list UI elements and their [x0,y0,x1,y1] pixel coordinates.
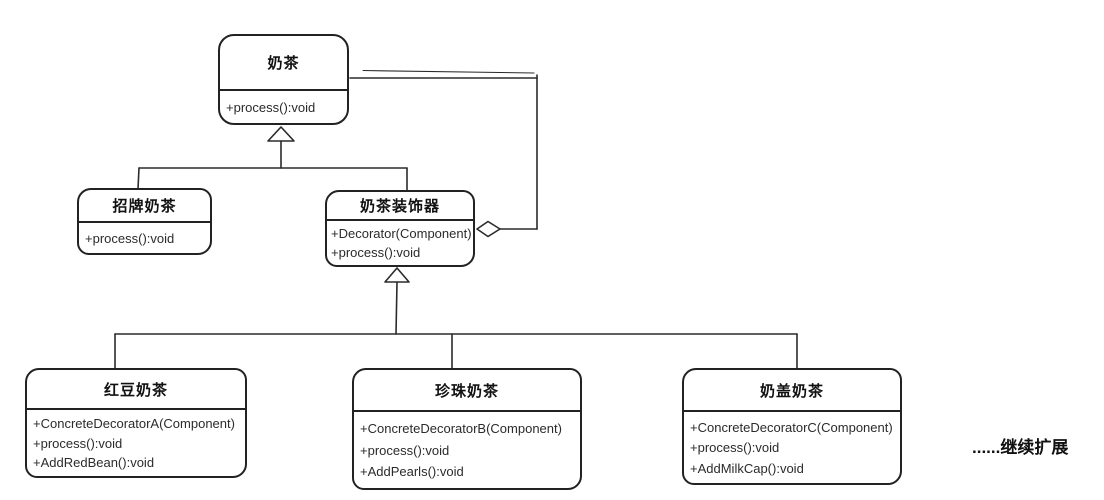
class-methods: +process():void [220,91,347,123]
class-box-milk-tea: 奶茶 +process():void [218,34,349,125]
method-label: +process():void [690,440,780,455]
method-label: +AddMilkCap():void [690,460,804,476]
class-box-red-bean-milk-tea: 红豆奶茶 +ConcreteDecoratorA(Component) +pro… [25,368,247,478]
class-methods: +ConcreteDecoratorA(Component) +process(… [27,410,245,476]
aggregation-connector [349,69,538,238]
inheritance-triangle-icon [384,267,410,283]
class-title: 奶茶装饰器 [327,192,473,221]
class-box-milk-cap-milk-tea: 奶盖奶茶 +ConcreteDecoratorC(Component) +pro… [682,368,902,485]
class-title: 招牌奶茶 [79,190,210,223]
method-label: +process():void [360,442,450,458]
method-label: +ConcreteDecoratorB(Component) [360,420,562,436]
method-label: +ConcreteDecoratorC(Component) [690,419,893,435]
class-methods: +Decorator(Component) +process():void [327,221,473,265]
continue-extension-annotation: ......继续扩展 [972,438,1069,457]
generalization-connector-top [137,126,408,192]
class-title: 珍珠奶茶 [354,370,580,412]
aggregation-diamond-icon [476,220,501,238]
class-title: 红豆奶茶 [27,370,245,410]
class-title: 奶盖奶茶 [684,370,900,412]
class-methods: +ConcreteDecoratorC(Component) +process(… [684,412,900,483]
method-label: +process():void [331,244,421,260]
inheritance-triangle-icon [267,126,295,142]
class-title: 奶茶 [220,36,347,91]
class-box-signature-milk-tea: 招牌奶茶 +process():void [77,188,212,255]
class-methods: +process():void [79,223,210,253]
method-label: +Decorator(Component) [331,226,472,242]
method-label: +process():void [226,99,316,115]
class-box-milk-tea-decorator: 奶茶装饰器 +Decorator(Component) +process():v… [325,190,475,267]
method-label: +AddRedBean():void [33,454,155,470]
method-label: +process():void [85,230,175,246]
class-methods: +ConcreteDecoratorB(Component) +process(… [354,412,580,488]
method-label: +process():void [33,435,123,451]
method-label: +AddPearls():void [360,464,464,480]
generalization-connector-bottom [114,267,798,370]
class-box-pearl-milk-tea: 珍珠奶茶 +ConcreteDecoratorB(Component) +pro… [352,368,582,490]
method-label: +ConcreteDecoratorA(Component) [33,416,235,432]
